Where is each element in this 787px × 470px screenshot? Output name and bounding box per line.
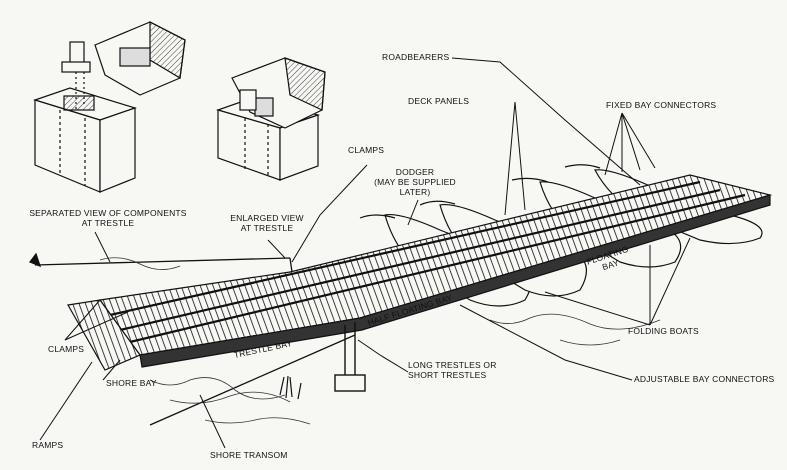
label-clamps-top: CLAMPS (348, 145, 385, 155)
leader-lines (39, 57, 691, 449)
label-ramps: RAMPS (32, 440, 64, 450)
enlarged-view-detail (216, 57, 326, 181)
separated-view-detail (33, 21, 186, 193)
shore-terrain (99, 257, 661, 425)
trestle (334, 322, 366, 392)
bridge-deck (98, 174, 773, 368)
label-fixed-bay-connectors: FIXED BAY CONNECTORS (606, 100, 717, 110)
label-separated-view: SEPARATED VIEW OF COMPONENTS AT TRESTLE (29, 208, 187, 228)
label-long-trestles: LONG TRESTLES OR SHORT TRESTLES (408, 360, 497, 380)
label-shore-bay: SHORE BAY (106, 378, 157, 388)
label-shore-transom: SHORE TRANSOM (210, 450, 288, 460)
ramps (67, 299, 141, 371)
label-roadbearers: ROADBEARERS (382, 52, 450, 62)
label-folding-boats: FOLDING BOATS (628, 326, 699, 336)
anchor-cables (28, 252, 356, 426)
label-enlarged-view: ENLARGED VIEW AT TRESTLE (230, 213, 304, 233)
label-clamps-left: CLAMPS (48, 344, 85, 354)
label-adjustable-bay-connectors: ADJUSTABLE BAY CONNECTORS (634, 374, 775, 384)
label-dodger: DODGER (MAY BE SUPPLIED LATER) (374, 167, 456, 197)
label-deck-panels: DECK PANELS (408, 96, 470, 106)
